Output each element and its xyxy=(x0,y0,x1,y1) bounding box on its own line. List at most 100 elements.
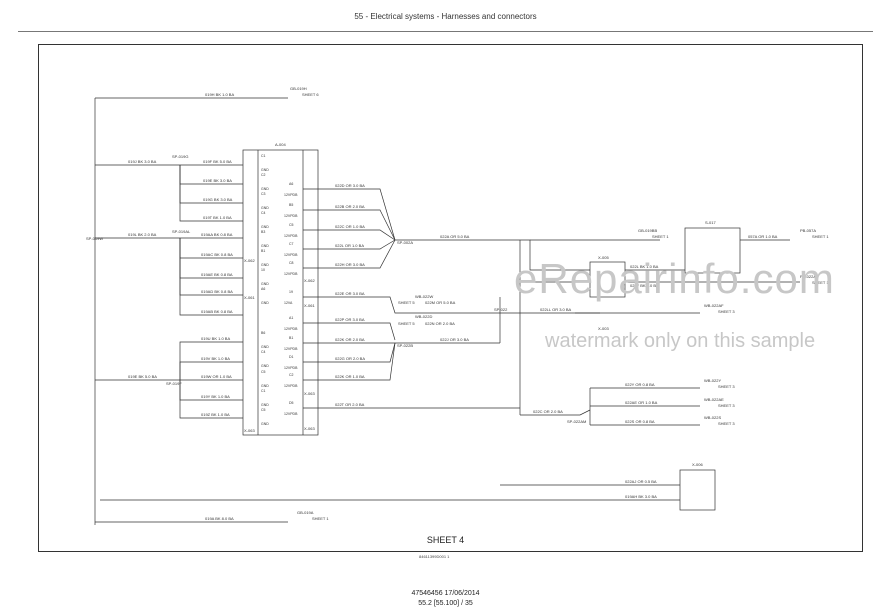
ref-tag: GB-019H xyxy=(290,86,307,91)
module-pin-function: 12VPDB xyxy=(284,272,298,276)
module-pin-function: GND xyxy=(261,422,269,426)
splice-label: SP-019AL xyxy=(172,229,191,234)
connector-x005 xyxy=(589,261,626,298)
module-pin-function: GND xyxy=(261,206,269,210)
wire-label: 022D OR 3.0 BA xyxy=(335,183,365,188)
wire-label: 019AH BK 3.0 BA xyxy=(625,494,657,499)
module-pin-label: C5 xyxy=(261,408,266,412)
module-pin-label: D5 xyxy=(289,401,294,405)
module-pin-label: C5 xyxy=(261,370,266,374)
wire-label: 022A OR 5.0 BA xyxy=(440,234,470,239)
wire-label: 019Y BK 1.0 BA xyxy=(201,394,230,399)
footer-page: 55.2 [55.100] / 35 xyxy=(418,600,473,607)
wire-label: 019T BK 1.0 BA xyxy=(203,215,232,220)
wire-label: 022Y OR 0.8 BA xyxy=(625,382,655,387)
diagram-frame xyxy=(38,44,863,552)
ref-tag: SHEET 1 xyxy=(812,280,829,285)
wire-label: 057A OR 1.0 BA xyxy=(748,234,778,239)
wire-label: 022S OR 0.8 BA xyxy=(625,419,655,424)
module-pin-function: GND xyxy=(261,345,269,349)
wire-label: 019F BK 5.0 BA xyxy=(203,159,232,164)
ref-tag: SHEET 1 xyxy=(812,234,829,239)
wire-label: 022T OR 2.0 BA xyxy=(335,402,365,407)
ref-tag: SHEET 3 xyxy=(718,309,735,314)
label-x063-left: X-063 xyxy=(244,428,255,433)
ref-tag: SHEET 1 xyxy=(312,516,329,521)
module-pin-label: A1 xyxy=(289,316,293,320)
watermark-text: eRepairinfo.com xyxy=(514,255,835,302)
label-x062-right: X-062 xyxy=(304,278,315,283)
module-pin-function: GND xyxy=(261,244,269,248)
wire-label: 022B OR 2.0 BA xyxy=(335,204,365,209)
wire-label: 022J OR 3.0 BA xyxy=(440,337,469,342)
sheet-label: SHEET 4 xyxy=(426,535,465,545)
module-pin-label: A6 xyxy=(289,182,293,186)
label-x006: X-006 xyxy=(692,462,703,467)
module-pin-function: GND xyxy=(261,263,269,267)
ref-tag: GB-019BB xyxy=(638,228,657,233)
wire-label: 019G BK 3.0 BA xyxy=(203,197,233,202)
wire-label: 019E BK 3.0 BA xyxy=(203,178,232,183)
label-x061-right: X-061 xyxy=(304,303,315,308)
label-x063-right: X-063 xyxy=(304,391,315,396)
wire-label: 022M OR 5.0 BA xyxy=(425,300,456,305)
label-x063-bottom: X-063 xyxy=(304,426,315,431)
module-pin-label: B6 xyxy=(261,331,265,335)
module-pin-function: 12VPDB xyxy=(284,384,298,388)
module-pin-function: GND xyxy=(261,282,269,286)
wire-label: 019H BK 1.0 BA xyxy=(205,92,234,97)
wire-label: 022K OR 1.0 BA xyxy=(335,374,365,379)
footer-date: 47546456 17/06/2014 xyxy=(411,590,480,597)
wire-label: 019AA BK 0.8 BA xyxy=(201,232,233,237)
module-pin-label: C7 xyxy=(289,242,294,246)
module-pin-function: GND xyxy=(261,301,269,305)
wire-label: 022AJ OR 0.5 BA xyxy=(625,479,657,484)
ref-tag: SHEET 1 xyxy=(652,234,669,239)
label-x062-top: X-062 xyxy=(244,258,255,263)
wire-label: 022E OR 3.0 BA xyxy=(335,291,365,296)
wire-label: 022C OR 1.0 BA xyxy=(335,224,365,229)
wire-label: 022H OR 3.0 BA xyxy=(335,262,365,267)
module-pin-label: C5 xyxy=(289,223,294,227)
module-pin-label: 19 xyxy=(289,290,293,294)
ref-tag: WB-022AE xyxy=(704,397,724,402)
module-pin-function: 12VPDB xyxy=(284,253,298,257)
ref-tag: WB-022AF xyxy=(704,303,724,308)
module-pin-label: C4 xyxy=(261,211,266,215)
module-pin-function: 12VPDB xyxy=(284,193,298,197)
wire-label: 019AD BK 0.8 BA xyxy=(201,289,233,294)
ref-tag: SHEET 3 xyxy=(718,421,735,426)
module-pin-function: 12VPDB xyxy=(284,234,298,238)
module-pin-function: 12VA xyxy=(284,301,293,305)
ref-tag: WB-022Y xyxy=(704,378,721,383)
module-pin-label: A6 xyxy=(261,287,265,291)
module-pin-label: C2 xyxy=(289,373,294,377)
watermark-subtext: watermark only on this sample xyxy=(545,330,816,352)
module-pin-function: 12VPDB xyxy=(284,327,298,331)
wire-label: 019V BK 1.0 BA xyxy=(201,356,230,361)
module-pin-function: GND xyxy=(261,225,269,229)
wire-label: 019AC BK 0.8 BA xyxy=(201,252,233,257)
header-divider xyxy=(18,31,873,32)
ref-tag: SHEET 5 xyxy=(398,321,415,326)
wire-label: 019AE BK 0.8 BA xyxy=(201,272,233,277)
module-pin-function: 12VPDB xyxy=(284,412,298,416)
splice-label: SP-022B xyxy=(397,343,413,348)
switch-s017 xyxy=(684,227,741,274)
ref-tag: PB-057A xyxy=(800,228,816,233)
wire-label: 022G OR 2.0 BA xyxy=(335,356,365,361)
splice-label: SP-022AM xyxy=(567,419,586,424)
module-pin-label: B3 xyxy=(261,230,265,234)
wire-label: 022P OR 3.0 BA xyxy=(335,317,365,322)
module-pin-label: C1 xyxy=(261,389,266,393)
splice-label: SP-019W xyxy=(86,236,103,241)
ref-tag: SHEET 3 xyxy=(718,403,735,408)
wire-label: 019Z BK 1.0 BA xyxy=(201,412,230,417)
module-a004 xyxy=(242,149,319,436)
wire-label: 022N OR 2.0 BA xyxy=(425,321,455,326)
wire-label: 022L OR 1.0 BA xyxy=(335,243,364,248)
label-x003: X-003 xyxy=(598,326,609,331)
module-pin-label: C1 xyxy=(261,154,266,158)
wire-label: 019W OR 1.0 BA xyxy=(201,374,232,379)
module-pin-function: GND xyxy=(261,364,269,368)
